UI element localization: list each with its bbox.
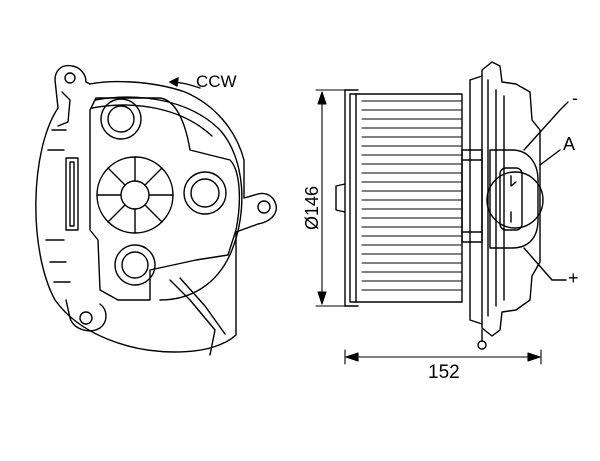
boss-top [100,98,142,140]
diameter-arrow-top [317,91,327,105]
ccw-arrowhead [169,77,179,87]
clip [57,91,71,127]
right-lug-hole [257,200,271,214]
mounting-flange [481,61,541,337]
boss-bottom [114,244,156,286]
cooling-channel [65,157,79,231]
connector-housing [489,149,539,249]
bottom-lug-hole [79,311,93,325]
diameter-arrow-bottom [317,291,327,305]
fan-wheel [349,93,463,303]
top-lug-hole [64,72,76,84]
detail-circle [486,171,544,229]
length-arrow-right [527,352,541,362]
boss-right [183,171,227,215]
motor-plate [89,97,241,301]
length-dimension [344,349,542,365]
length-value: 152 [428,362,460,383]
inner-ring [94,96,243,301]
length-arrow-left [345,352,359,362]
side-view [335,61,569,350]
housing-outline [35,80,277,353]
leader-pos [523,247,567,281]
lever-arm [169,277,226,356]
leader-a [539,149,561,166]
terminal-neg [510,175,517,187]
diameter-value: Ø146 [302,186,322,230]
top-mounting-lug [54,64,91,109]
positive-terminal-label: + [568,268,579,288]
front-view [35,64,277,356]
rotation-label: CCW [196,72,237,91]
detail-label: A [563,134,575,154]
fan-blades [361,100,463,291]
leader-neg [523,101,569,151]
flange-screw [477,340,487,350]
motor-body [461,149,483,243]
connector-plug [499,167,523,231]
diameter-dimension [315,89,346,307]
bottom-mounting-lug [65,299,107,332]
shaft-nub [335,183,346,213]
hub-spokes [96,156,174,234]
negative-terminal-label: - [572,88,578,108]
